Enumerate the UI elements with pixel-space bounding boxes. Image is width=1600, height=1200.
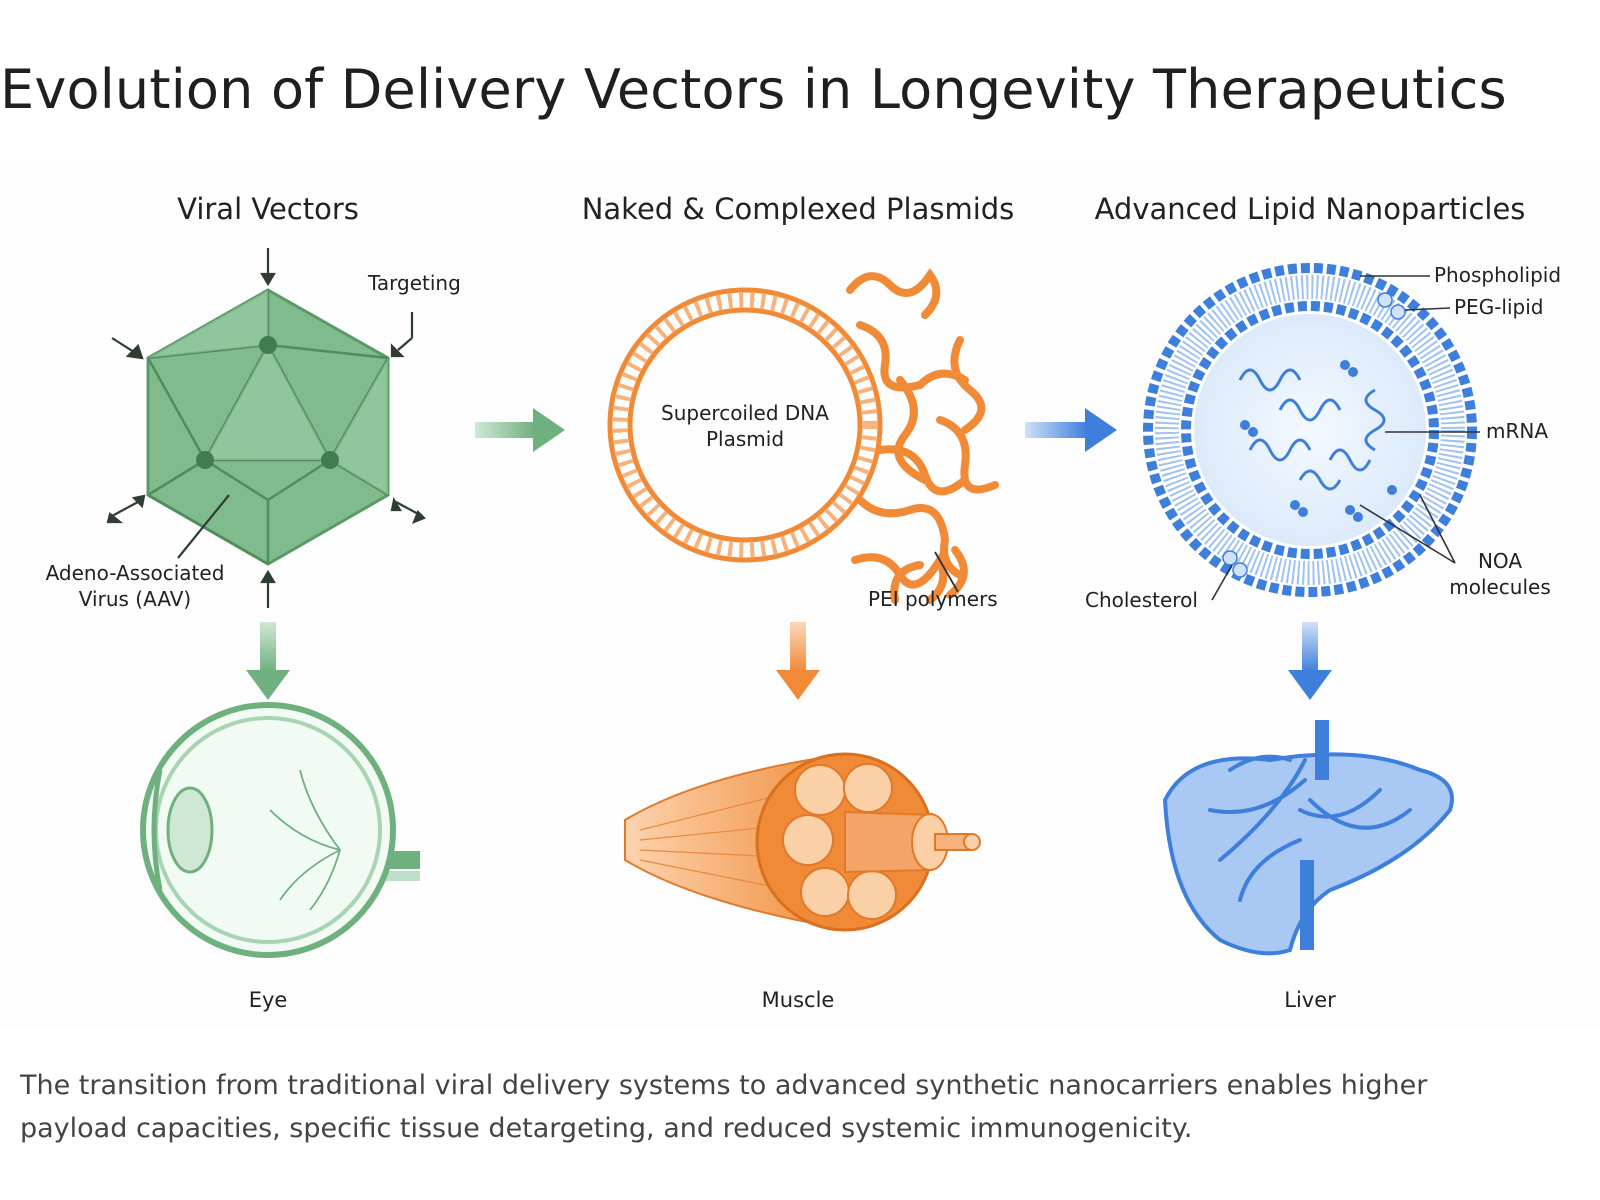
muscle-illustration bbox=[624, 752, 981, 932]
heading-viral-vectors: Viral Vectors bbox=[177, 192, 359, 226]
page-title: Evolution of Delivery Vectors in Longevi… bbox=[0, 58, 1507, 121]
label-pei: PEI polymers bbox=[868, 587, 998, 611]
label-mrna: mRNA bbox=[1486, 419, 1549, 443]
label-cholesterol: Cholesterol bbox=[1085, 588, 1198, 612]
organ-label-muscle: Muscle bbox=[761, 988, 835, 1012]
diagram-figure: Viral Vectors Naked & Complexed Plasmids… bbox=[0, 160, 1600, 1030]
arrow-down-liver bbox=[1288, 622, 1332, 700]
arrow-down-eye bbox=[246, 622, 290, 700]
arrow-down-muscle bbox=[776, 622, 820, 700]
label-aav-line1: Adeno-Associated bbox=[45, 561, 225, 585]
pei-polymers bbox=[846, 268, 999, 604]
pei-callout-line bbox=[934, 551, 959, 593]
label-noa-line2: molecules bbox=[1449, 575, 1551, 599]
organ-label-eye: Eye bbox=[248, 988, 288, 1012]
organ-label-liver: Liver bbox=[1284, 988, 1336, 1012]
label-targeting: Targeting bbox=[368, 271, 461, 295]
label-aav-line2: Virus (AAV) bbox=[78, 587, 192, 611]
arrow-viral-to-plasmid bbox=[475, 408, 565, 452]
label-plasmid-line1: Supercoiled DNA bbox=[661, 401, 829, 425]
label-plasmid-line2: Plasmid bbox=[705, 427, 785, 451]
label-aav: Adeno-Associated Virus (AAV) bbox=[40, 560, 230, 612]
lnp-callouts bbox=[1211, 275, 1480, 601]
label-noa-line1: NOA bbox=[1477, 549, 1523, 573]
eye-illustration bbox=[140, 702, 420, 958]
label-plasmid: Supercoiled DNA Plasmid bbox=[645, 400, 845, 452]
label-phospholipid: Phospholipid bbox=[1434, 263, 1562, 287]
heading-lnp: Advanced Lipid Nanoparticles bbox=[1094, 192, 1526, 226]
label-peg-lipid: PEG-lipid bbox=[1454, 295, 1544, 319]
targeting-arrows bbox=[106, 248, 426, 608]
arrow-plasmid-to-lnp bbox=[1025, 408, 1117, 452]
aav-capsid bbox=[146, 288, 390, 566]
dna-plasmid bbox=[607, 287, 883, 563]
lipid-nanoparticle bbox=[1143, 263, 1477, 597]
label-noa: NOA molecules bbox=[1445, 548, 1555, 600]
heading-plasmids: Naked & Complexed Plasmids bbox=[581, 192, 1015, 226]
liver-illustration bbox=[1162, 720, 1454, 956]
diagram-artwork bbox=[106, 248, 1480, 958]
figure-caption: The transition from traditional viral de… bbox=[20, 1070, 1428, 1144]
